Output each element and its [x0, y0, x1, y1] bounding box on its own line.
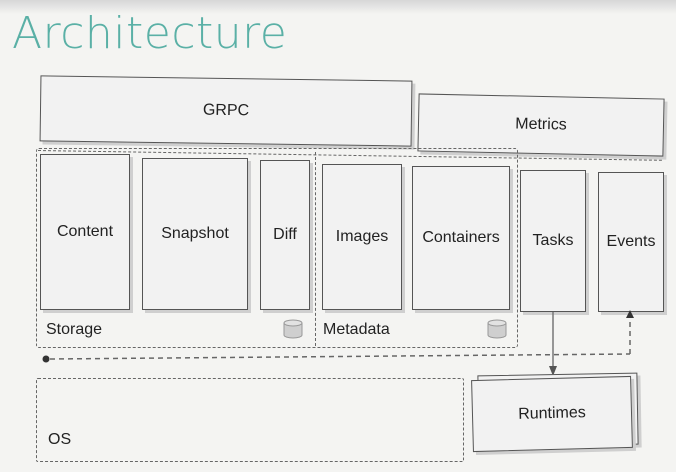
- top-shade: [0, 0, 676, 14]
- snapshot-box: Snapshot: [142, 158, 248, 310]
- storage-metadata-group: [36, 148, 518, 348]
- connector-dot: [42, 355, 50, 363]
- runtimes-box: Runtimes: [471, 375, 633, 453]
- diff-box: Diff: [260, 160, 310, 310]
- containers-box: Containers: [412, 166, 510, 310]
- storage-metadata-divider: [315, 152, 316, 346]
- events-feed-line: [49, 353, 631, 360]
- events-arrowhead: [626, 310, 634, 318]
- events-box: Events: [598, 172, 664, 312]
- os-group: [36, 378, 464, 462]
- database-icon: [283, 319, 303, 339]
- tasks-box: Tasks: [520, 170, 586, 312]
- images-box: Images: [322, 164, 402, 310]
- runtimes-arrowhead: [549, 366, 557, 376]
- storage-label: Storage: [46, 321, 103, 338]
- content-box: Content: [40, 154, 130, 310]
- os-label: OS: [48, 431, 72, 448]
- page-title: Architecture: [12, 8, 288, 59]
- database-icon: [487, 319, 507, 339]
- metadata-label: Metadata: [323, 321, 390, 338]
